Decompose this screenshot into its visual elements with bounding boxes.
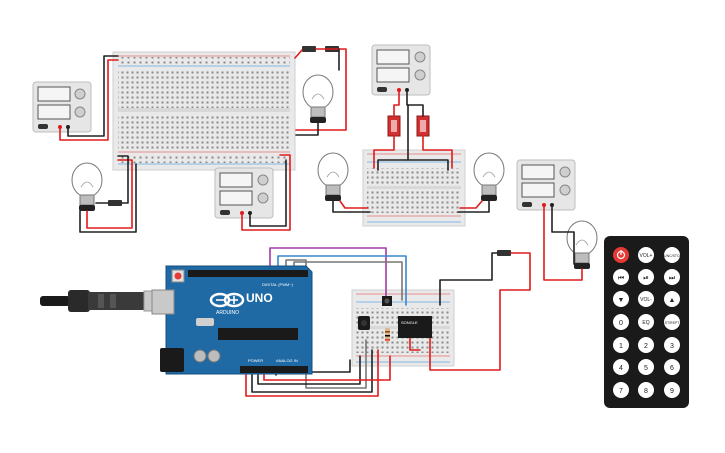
remote-next-label: ⏭	[669, 275, 676, 282]
ir-remote: VOL+ FUNC/STOP ⏮ ⏯ ⏭ ▼ VOL- ▲	[604, 236, 689, 408]
remote-digit-1-label: 1	[619, 343, 623, 350]
push-button	[382, 296, 392, 306]
remote-play-pause-label: ⏯	[643, 275, 649, 282]
connector-plug-left	[108, 200, 122, 206]
remote-digit-7-label: 7	[619, 388, 623, 395]
remote-vol-down-label: VOL-	[640, 297, 652, 303]
remote-zero-button[interactable]: 0	[613, 314, 629, 330]
remote-vol-up-button[interactable]: VOL+	[638, 247, 654, 263]
resistor	[385, 328, 390, 342]
light-bulb-center-right	[473, 152, 505, 201]
relay-module: SONGLE	[398, 316, 432, 338]
remote-digit-6-button[interactable]: 6	[664, 359, 680, 375]
remote-prev-button[interactable]: ⏮	[613, 269, 629, 285]
connector-plug-top-left	[302, 46, 316, 52]
remote-eq-button[interactable]: EQ	[638, 314, 654, 330]
light-bulb-top	[302, 74, 334, 123]
remote-func-stop-label: FUNC/STOP	[662, 254, 683, 258]
remote-digit-7-button[interactable]: 7	[613, 382, 629, 398]
remote-power-button[interactable]	[613, 247, 629, 263]
remote-digit-6-label: 6	[670, 365, 674, 372]
remote-digit-1-button[interactable]: 1	[613, 337, 629, 353]
breadboard-small-top	[362, 149, 466, 227]
remote-digit-3-button[interactable]: 3	[664, 337, 680, 353]
remote-digit-2-label: 2	[644, 343, 648, 350]
connector-plug-right	[497, 250, 511, 256]
wires	[59, 48, 583, 397]
remote-vol-down-button[interactable]: VOL-	[638, 291, 654, 307]
arduino-power-label: POWER	[248, 358, 263, 363]
remote-up-button[interactable]: ▲	[664, 291, 680, 307]
remote-digit-2-button[interactable]: 2	[638, 337, 654, 353]
remote-digit-5-button[interactable]: 5	[638, 359, 654, 375]
remote-zero-label: 0	[619, 320, 623, 327]
usb-cable	[40, 290, 167, 312]
remote-up-label: ▲	[669, 297, 676, 304]
ir-receiver	[358, 316, 370, 330]
remote-down-button[interactable]: ▼	[613, 291, 629, 307]
remote-st-rept-label: ST/REPT	[665, 321, 681, 325]
light-bulb-right	[566, 220, 598, 269]
remote-down-label: ▼	[618, 297, 625, 304]
remote-digit-5-label: 5	[644, 365, 648, 372]
remote-digit-8-label: 8	[644, 388, 648, 395]
remote-prev-label: ⏮	[618, 275, 624, 282]
breadboard-large	[112, 51, 296, 171]
power-supply-left	[32, 81, 92, 133]
arduino-uno-board: UNO ARDUINO DIGITAL (PWM~) POWER ANALOG …	[151, 265, 313, 375]
remote-st-rept-button[interactable]: ST/REPT	[664, 314, 680, 330]
arduino-analog-label: ANALOG IN	[276, 358, 298, 363]
relay-red-left	[387, 115, 401, 137]
remote-digit-4-button[interactable]: 4	[613, 359, 629, 375]
remote-play-pause-button[interactable]: ⏯	[638, 269, 654, 285]
arduino-digital-label: DIGITAL (PWM~)	[262, 282, 294, 287]
remote-digit-9-label: 9	[670, 388, 674, 395]
relay-module-label: SONGLE	[401, 320, 418, 325]
remote-digit-9-button[interactable]: 9	[664, 382, 680, 398]
power-supply-middle	[214, 167, 274, 219]
power-supply-right	[516, 159, 576, 211]
remote-digit-3-label: 3	[670, 343, 674, 350]
light-bulb-center-left	[317, 152, 349, 201]
remote-digit-4-label: 4	[619, 365, 623, 372]
remote-vol-up-label: VOL+	[640, 253, 653, 259]
arduino-model-label: UNO	[246, 291, 273, 305]
remote-digit-8-button[interactable]: 8	[638, 382, 654, 398]
light-bulb-left	[71, 162, 103, 211]
relay-red-right	[416, 115, 430, 137]
power-supply-top	[371, 44, 431, 96]
remote-next-button[interactable]: ⏭	[664, 269, 680, 285]
remote-func-stop-button[interactable]: FUNC/STOP	[662, 247, 683, 263]
remote-eq-label: EQ	[642, 320, 649, 326]
arduino-brand-label: ARDUINO	[216, 310, 239, 316]
